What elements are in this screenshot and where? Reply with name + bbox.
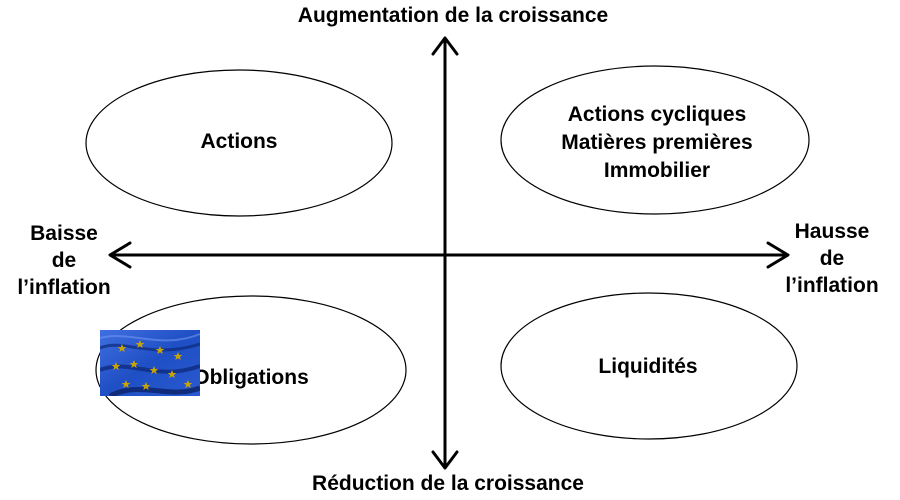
- axis-label-right-line: de: [819, 247, 845, 270]
- eu-flag-icon: [100, 330, 200, 396]
- axis-label-top: Augmentation de la croissance: [297, 4, 609, 27]
- arrowhead-down: [431, 450, 459, 470]
- quadrant-label-bottom-right: Liquidités: [500, 353, 796, 380]
- quadrant-label-line: Actions: [200, 130, 278, 153]
- axis-label-left-line: de: [51, 249, 77, 272]
- quadrant-ellipse-bottom-right: [500, 292, 798, 440]
- eu-flag-graphic: [100, 330, 200, 396]
- quadrant-label-top-right: Actions cycliques Matières premières Imm…: [502, 101, 812, 185]
- axis-label-left: Baisse de l’inflation: [0, 220, 128, 301]
- quadrant-ellipse-top-right: [500, 65, 810, 215]
- quadrant-label-top-left: Actions: [86, 128, 392, 155]
- axis-label-right: Hausse de l’inflation: [770, 218, 894, 299]
- quadrant-ellipse-top-left: [85, 69, 393, 217]
- quadrant-label-line: Obligations: [193, 366, 309, 389]
- arrowhead-up: [431, 36, 459, 56]
- quadrant-label-line: Immobilier: [603, 159, 711, 182]
- arrowhead-right: [766, 241, 790, 269]
- axis-label-left-line: l’inflation: [17, 276, 111, 299]
- quadrant-label-line: Liquidités: [598, 355, 698, 378]
- quadrant-label-line: Matières premières: [561, 131, 753, 154]
- axis-label-right-line: l’inflation: [785, 274, 879, 297]
- quadrant-ellipse-bottom-left: [95, 295, 407, 445]
- quadrant-label-bottom-left: Obligations: [96, 364, 406, 391]
- quadrant-label-line: Actions cycliques: [567, 103, 747, 126]
- axis-label-right-line: Hausse: [794, 220, 870, 243]
- arrowhead-left: [108, 241, 132, 269]
- axis-label-left-line: Baisse: [30, 222, 98, 245]
- axis-label-bottom: Réduction de la croissance: [312, 472, 584, 495]
